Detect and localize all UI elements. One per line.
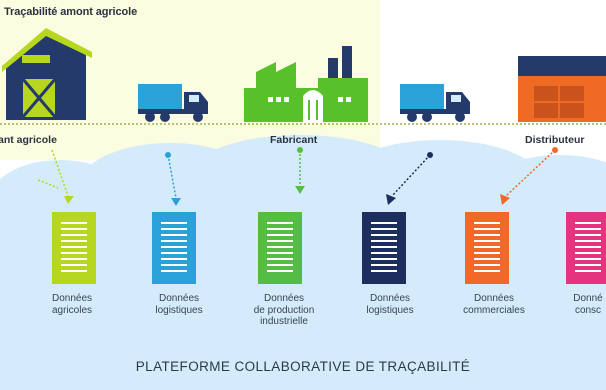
document-icon (258, 212, 302, 284)
doc-label-consumer: Donné consc (573, 293, 603, 316)
connector-arrowheads (64, 186, 510, 206)
stage-label-distributor: Distributeur (525, 134, 585, 146)
doc-label-production: Données de production industrielle (253, 293, 315, 327)
store-icon (518, 56, 606, 122)
factory-icon (244, 46, 368, 122)
platform-title: PLATEFORME COLLABORATIVE DE TRAÇABILITÉ (135, 359, 471, 374)
diagram-title: Traçabilité amont agricole (4, 6, 138, 18)
barn-icon (2, 28, 92, 120)
doc-label-agricultural: Données agricoles (51, 293, 93, 316)
truck-icon (400, 84, 470, 122)
document-icons (52, 212, 606, 284)
truck-icon (138, 84, 208, 122)
document-icon (465, 212, 509, 284)
document-icon (566, 212, 606, 284)
document-icon (152, 212, 196, 284)
supply-chain-line (0, 123, 606, 125)
stage-label-farm: ant agricole (0, 134, 57, 146)
doc-label-logistics-1: Données logistiques (155, 293, 203, 316)
doc-label-commercial: Données commerciales (463, 293, 525, 316)
stage-label-manufacturer: Fabricant (270, 134, 318, 146)
document-icon (362, 212, 406, 284)
connector-dots (165, 147, 558, 158)
doc-label-logistics-2: Données logistiques (366, 293, 414, 316)
document-icon (52, 212, 96, 284)
connector-arrows (37, 149, 556, 199)
